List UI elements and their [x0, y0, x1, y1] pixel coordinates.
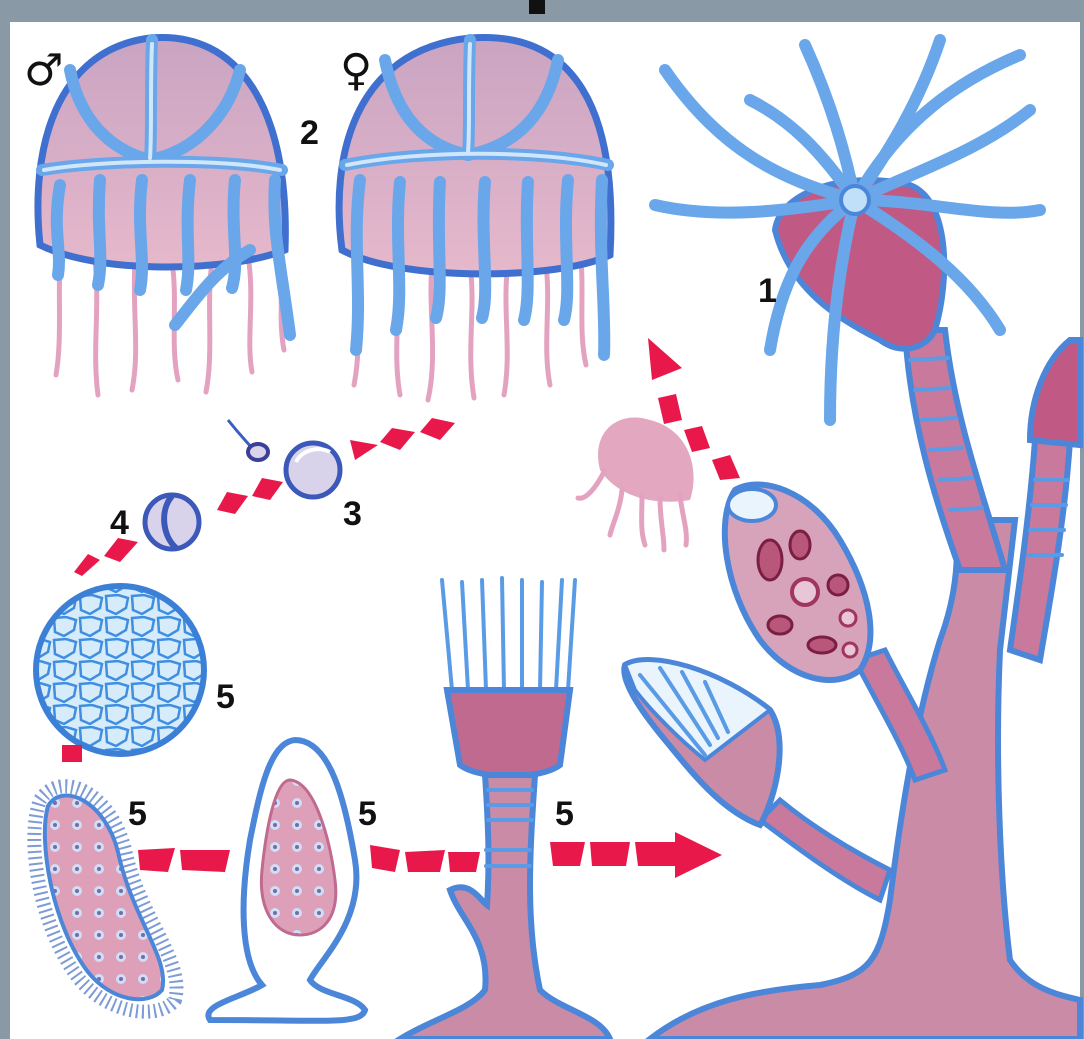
label-zygote: 4 — [110, 504, 129, 542]
label-planula: 5 — [128, 795, 147, 833]
label-settled-larva: 5 — [358, 795, 377, 833]
top-tab-mark — [529, 0, 545, 14]
zygote-cell — [145, 495, 199, 549]
arrow-blastula-to-planula — [62, 745, 82, 762]
label-young-polyp: 5 — [555, 795, 574, 833]
label-blastula: 5 — [216, 678, 235, 716]
young-polyp-head — [447, 690, 570, 776]
blastula — [36, 586, 204, 754]
label-polyp-colony: 1 — [758, 272, 777, 310]
arrow-planula-to-settled — [138, 848, 230, 872]
gonangium-cap — [728, 489, 776, 521]
egg-cell — [286, 443, 340, 497]
young-polyp-tentacles — [440, 580, 575, 690]
label-medusae: 2 — [300, 114, 319, 152]
female-symbol: ♀ — [340, 45, 372, 96]
hypostome-mouth — [841, 186, 869, 214]
male-symbol: ♂ — [24, 45, 63, 96]
label-egg: 3 — [343, 495, 362, 533]
